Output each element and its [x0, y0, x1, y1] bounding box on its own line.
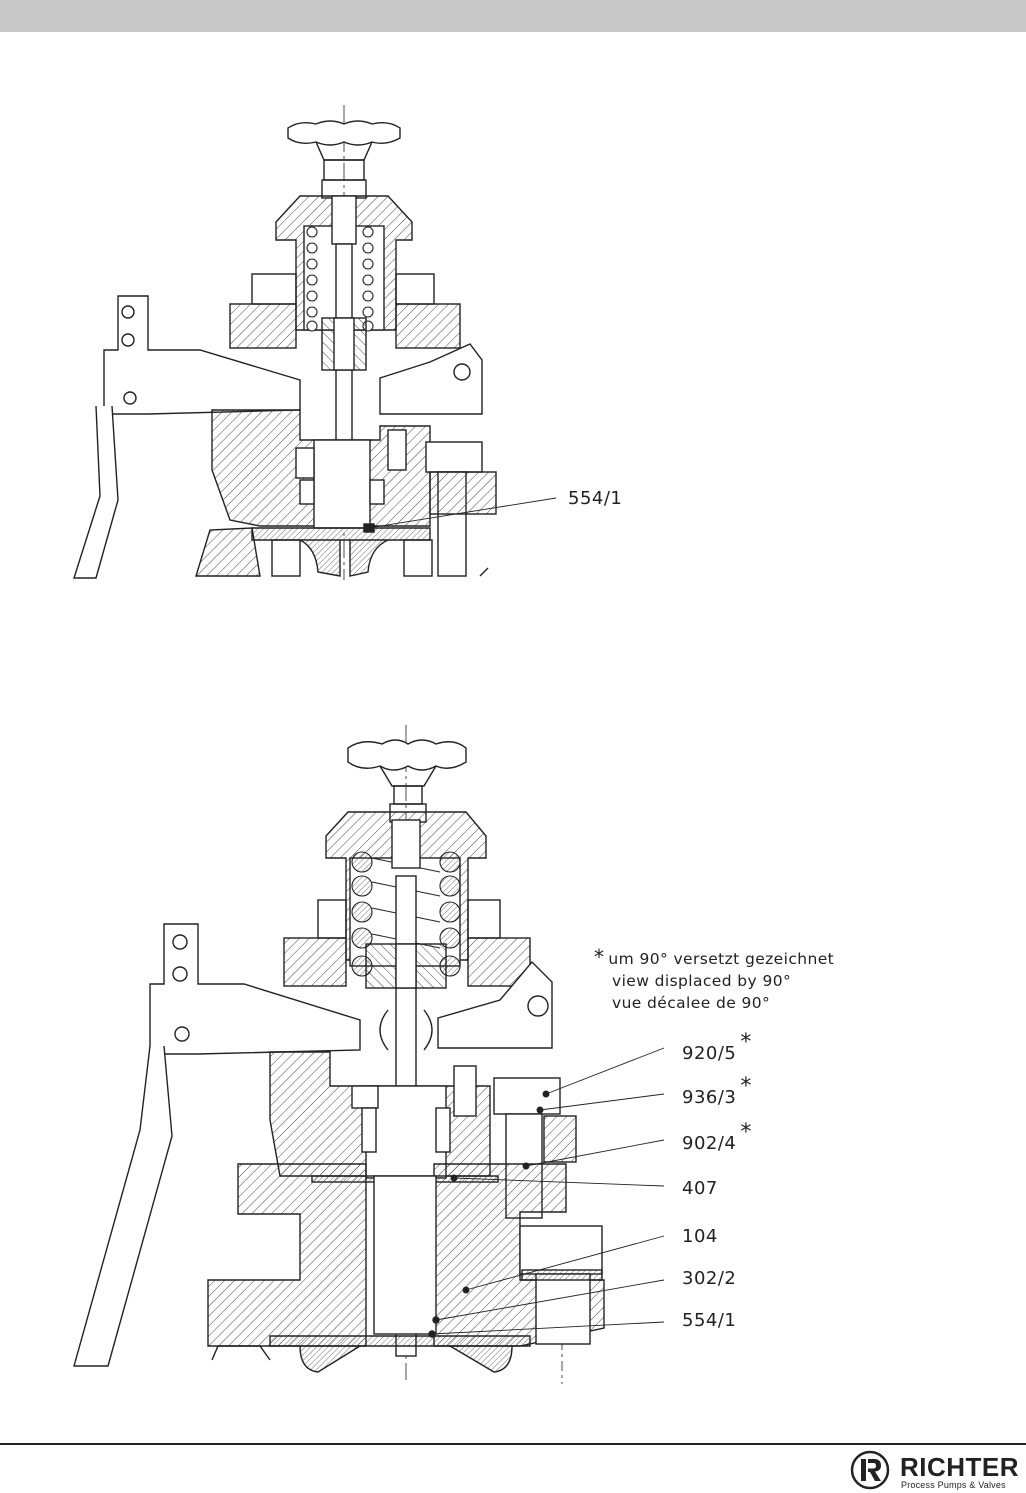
label-554-1-bottom: 554/1	[682, 1310, 737, 1331]
logo-tagline: Process Pumps & Valves	[901, 1480, 1006, 1490]
asterisk-icon: *	[594, 945, 605, 969]
view-displaced-note: *um 90° versetzt gezeichnet view displac…	[594, 946, 834, 1014]
footer-divider	[0, 1443, 1026, 1445]
label-920-5: 920/5*	[682, 1030, 752, 1064]
asterisk-icon: *	[740, 1074, 752, 1099]
logo-wordmark: RICHTER	[900, 1452, 1020, 1482]
note-line-de: um 90° versetzt gezeichnet	[608, 950, 835, 968]
top-valve-drawing	[73, 105, 557, 580]
header-bar	[0, 0, 1026, 32]
label-302-2: 302/2	[682, 1268, 737, 1289]
label-902-4: 902/4*	[682, 1120, 752, 1154]
asterisk-icon: *	[740, 1120, 752, 1145]
bottom-valve-drawing	[73, 725, 665, 1384]
label-407: 407	[682, 1178, 718, 1199]
label-936-3: 936/3*	[682, 1074, 752, 1108]
richter-mark-icon	[850, 1450, 890, 1490]
richter-logo: RICHTER Process Pumps & Valves	[850, 1450, 1020, 1490]
label-104: 104	[682, 1226, 718, 1247]
note-line-fr: vue décalee de 90°	[612, 994, 771, 1012]
label-554-1-top: 554/1	[568, 488, 623, 509]
note-line-en: view displaced by 90°	[612, 972, 792, 990]
asterisk-icon: *	[740, 1030, 752, 1055]
